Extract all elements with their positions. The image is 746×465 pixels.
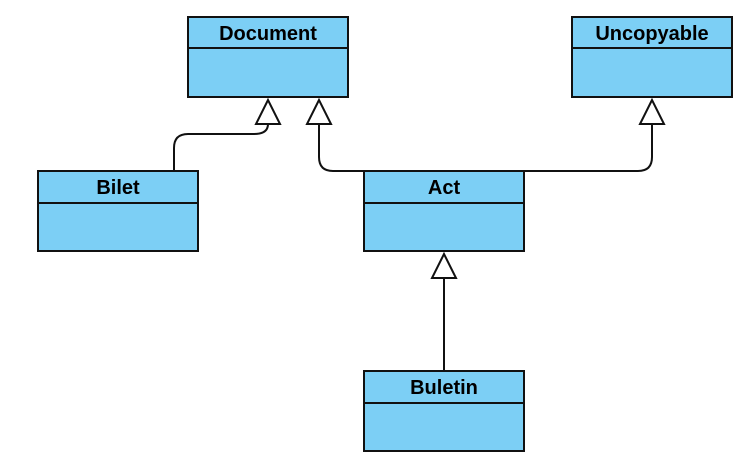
class-title: Buletin <box>410 377 478 399</box>
generalization-arrowhead-icon <box>305 97 333 125</box>
class-bilet[interactable]: Bilet <box>37 170 199 252</box>
class-title: Bilet <box>96 177 140 199</box>
generalization-arrowhead-icon <box>430 251 458 279</box>
edge-bilet-to-document <box>173 123 269 171</box>
class-box <box>571 16 733 98</box>
class-box <box>363 170 525 252</box>
class-box <box>363 370 525 452</box>
class-title: Document <box>219 23 317 45</box>
class-uncopyable[interactable]: Uncopyable <box>571 16 733 98</box>
class-title: Act <box>428 177 461 199</box>
class-box <box>187 16 349 98</box>
class-title: Uncopyable <box>595 23 708 45</box>
generalization-arrowhead-icon <box>254 97 282 125</box>
edge-act-to-uncopyable <box>524 124 653 172</box>
class-act[interactable]: Act <box>363 170 525 252</box>
class-document[interactable]: Document <box>187 16 349 98</box>
generalization-arrowhead-icon <box>638 97 666 125</box>
class-box <box>37 170 199 252</box>
class-buletin[interactable]: Buletin <box>363 370 525 452</box>
edge-act-to-document <box>318 124 364 172</box>
